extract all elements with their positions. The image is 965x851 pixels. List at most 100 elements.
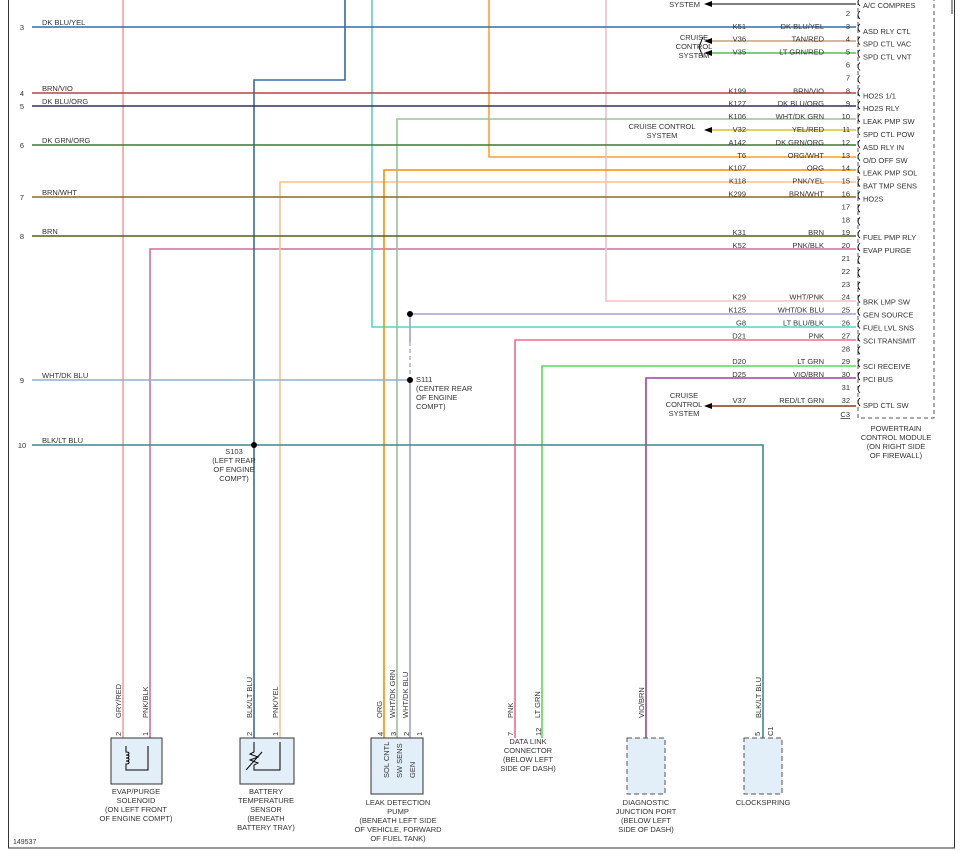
diagnostic-junction-port-box	[626, 737, 666, 795]
pcm-pin-name: FUEL PMP RLY	[863, 233, 916, 242]
splice-s111-label: COMPT)	[416, 402, 446, 411]
pcm-pin-bracket	[857, 333, 861, 342]
pcm-pin-number: 27	[842, 331, 850, 340]
pcm-pin-bracket	[857, 152, 861, 162]
pcm-wire-color: DK BLU/YEL	[781, 22, 824, 31]
pcm-pin-bracket	[857, 204, 861, 213]
component-title: (BELOW LEFT	[621, 816, 671, 825]
pcm-circuit-code: K107	[728, 164, 746, 173]
component-title: CLOCKSPRING	[736, 798, 791, 807]
pcm-wire-color: PNK/YEL	[792, 177, 824, 186]
pcm-pin-bracket	[857, 23, 861, 33]
pcm-pin-bracket	[857, 397, 861, 407]
evap-purge-solenoid-box	[110, 737, 163, 785]
pcm-pin-bracket	[857, 0, 861, 7]
component-wire-label: PNK/BLK	[141, 686, 150, 718]
pcm-pin-name: EVAP PURGE	[863, 246, 911, 255]
pcm-pin-bracket	[857, 126, 861, 136]
pcm-circuit-code: V36	[733, 35, 746, 44]
pcm-pin-bracket	[857, 49, 861, 58]
pcm-pin-number: 3	[846, 22, 850, 31]
pcm-pin-number: 8	[846, 86, 850, 95]
wire-lt-blu-blk	[371, 0, 856, 328]
pcm-pin-name: ASD RLY CTL	[863, 27, 911, 36]
row-wire-label: BLK/LT BLU	[42, 436, 83, 445]
pcm-wire-color: LT BLU/BLK	[783, 319, 824, 328]
wire-blk-lt-blu-clockspring	[254, 444, 764, 738]
component-wire-label: VIO/BRN	[637, 687, 646, 718]
solenoid-coil-icon	[125, 746, 149, 771]
pcm-pin-number: 7	[846, 73, 850, 82]
pcm-wire-color: DK GRN/ORG	[776, 138, 825, 147]
pcm-wire-color: WHT/DK BLU	[778, 306, 824, 315]
component-wire-label: BLK/LT BLU	[245, 677, 254, 718]
component-box-layer	[110, 737, 783, 795]
pcm-pin-number: 2	[846, 9, 850, 18]
clockspring-box	[743, 737, 783, 795]
pcm-circuit-code: K52	[733, 241, 746, 250]
pcm-pin-name: ASD RLY IN	[863, 143, 904, 152]
pcm-pin-number: 14	[842, 164, 850, 173]
pcm-pin-number: 16	[842, 190, 850, 199]
pcm-pin-bracket	[857, 307, 861, 316]
component-pin-number: 4	[376, 732, 385, 736]
pcm-connector-id: C3	[840, 410, 850, 419]
pcm-pin-name: SCI TRANSMIT	[863, 336, 916, 345]
pcm-title: POWERTRAIN	[871, 424, 922, 433]
component-pin-number: 1	[141, 732, 150, 736]
row-number: 9	[20, 376, 24, 385]
pcm-pin-number: 29	[842, 357, 850, 366]
cruise-control-label: SYSTEM	[679, 51, 710, 60]
pcm-title: (ON RIGHT SIDE	[867, 442, 926, 451]
pcm-pin-number: 17	[842, 202, 850, 211]
component-pin-number: 1	[271, 732, 280, 736]
pcm-pin-bracket	[857, 165, 861, 174]
pcm-pin-number: 28	[842, 344, 850, 353]
pcm-pin-name: LEAK PMP SW	[863, 117, 915, 126]
pcm-pin-number: 31	[842, 383, 850, 392]
pcm-wire-color: ORG/WHT	[788, 151, 825, 160]
pcm-pin-bracket	[857, 10, 861, 20]
pcm-pin-bracket	[857, 242, 861, 252]
pcm-circuit-code: V32	[733, 125, 746, 134]
pcm-pin-bracket	[857, 139, 861, 149]
diagram-id: 149537	[13, 839, 36, 846]
pcm-pin-number: 18	[842, 215, 850, 224]
splice-s103-label: OF ENGINE	[213, 465, 254, 474]
component-title: PUMP	[387, 807, 409, 816]
pcm-pin-name: O/D OFF SW	[863, 156, 909, 165]
arrow-spd-ctl-vac	[704, 38, 712, 44]
component-wire-label: ORG	[375, 701, 384, 718]
component-title: DIAGNOSTIC	[623, 798, 670, 807]
pcm-circuit-code: K29	[733, 293, 746, 302]
splice-s111-label: (CENTER REAR	[416, 384, 473, 393]
cruise-control-label: CRUISE	[670, 391, 698, 400]
component-title: OF VEHICLE, FORWARD	[354, 825, 442, 834]
pcm-circuit-code: K127	[728, 99, 746, 108]
component-title: (BELOW LEFT	[503, 755, 553, 764]
component-pin-number: 5	[753, 732, 762, 736]
pcm-pin-number: 21	[842, 254, 850, 263]
component-title: SOLENOID	[117, 796, 156, 805]
wire-pnk	[514, 339, 856, 738]
component-pin-number: 7	[506, 732, 515, 736]
pcm-pin-number: 15	[842, 177, 850, 186]
component-title: DATA LINK	[509, 737, 546, 746]
cruise-control-label: CRUISE	[680, 33, 708, 42]
component-title: (BENEATH LEFT SIDE	[359, 816, 436, 825]
pcm-pin-bracket	[857, 371, 861, 381]
component-title: SIDE OF DASH)	[500, 764, 556, 773]
pcm-circuit-code: K118	[729, 177, 746, 186]
row-wire-label: DK GRN/ORG	[42, 136, 91, 145]
pcm-pin-number: 10	[842, 112, 850, 121]
wire-org	[383, 169, 856, 738]
thermistor-slash-icon	[245, 751, 263, 771]
component-inner-label: SW SENS	[395, 743, 404, 778]
pcm-title: CONTROL MODULE	[861, 433, 932, 442]
splice-gen-source-dot	[407, 311, 413, 317]
pcm-wire-color: RED/LT GRN	[779, 396, 824, 405]
pcm-circuit-code: G8	[736, 319, 746, 328]
pcm-pin-name: BRK LMP SW	[863, 298, 911, 307]
pcm-circuit-code: A142	[728, 138, 746, 147]
wire-pnk-blk	[149, 248, 856, 738]
